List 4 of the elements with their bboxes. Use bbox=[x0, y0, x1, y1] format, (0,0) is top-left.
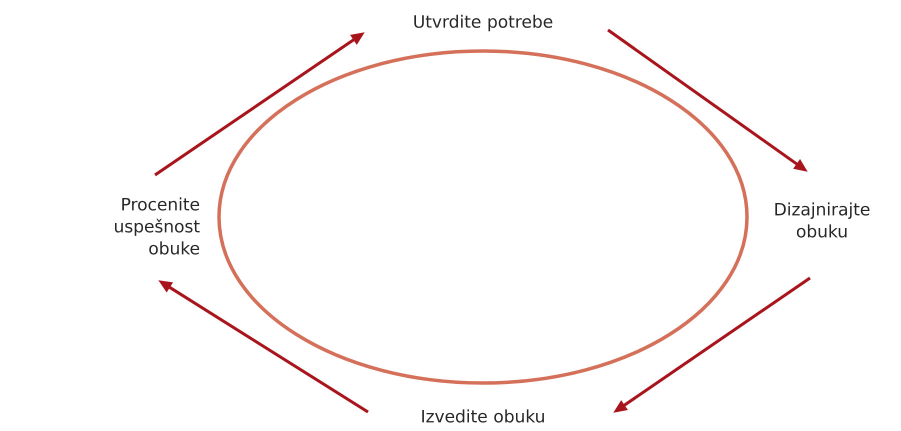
step-label: Dizajnirajte obuku bbox=[775, 202, 870, 238]
step-label: Izvedite obuku bbox=[422, 409, 544, 423]
step-label: Utvrdite potrebe bbox=[414, 14, 552, 32]
step-label: Procenite uspešnost obuke bbox=[115, 197, 200, 255]
